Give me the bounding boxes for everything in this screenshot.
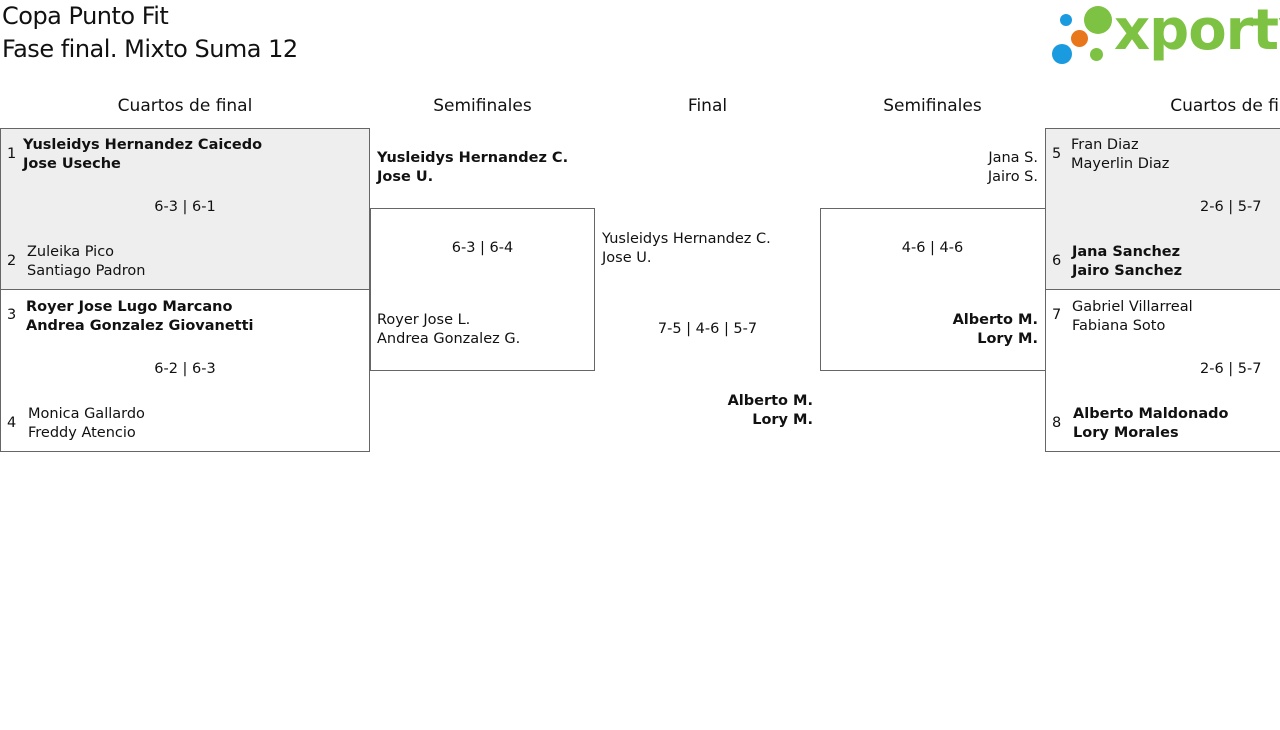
seed-number: 4 [7,415,17,431]
team-player-2: Fabiana Soto [1072,318,1166,334]
semifinal-match-left[interactable] [370,208,595,371]
team-player-2: Freddy Atencio [28,425,136,441]
team-player-1: Royer Jose Lugo Marcano [26,299,233,315]
team-player-1: Zuleika Pico [27,244,115,260]
team-player-1: Gabriel Villarreal [1072,299,1193,315]
round-header-right-semifinals: Semifinales [883,96,982,116]
round-header-left-semifinals: Semifinales [433,96,532,116]
logo-dot-blue-large [1052,44,1072,64]
team-player-2: Jose U. [377,169,434,185]
xporty-logo[interactable]: xporty [1050,0,1280,68]
team-player-2: Andrea Gonzalez Giovanetti [26,318,254,334]
team-player-1: Jana Sanchez [1072,244,1181,260]
team-player-1: Fran Diaz [1071,137,1139,153]
match-score: 6-2 | 6-3 [154,361,216,377]
seed-number: 3 [7,307,17,323]
logo-dot-blue-small [1060,14,1072,26]
team-player-2: Jose U. [602,250,652,266]
team-player-1: Royer Jose L. [377,312,471,328]
team-player-2: Santiago Padron [27,263,146,279]
team-player-1: Alberto M. [952,312,1038,328]
team-player-2: Jose Useche [23,156,121,172]
team-player-2: Jairo S. [987,169,1038,185]
team-player-2: Lory M. [977,331,1038,347]
page-subtitle: Fase final. Mixto Suma 12 [2,35,298,63]
team-player-2: Jairo Sanchez [1072,263,1183,279]
team-player-1: Alberto Maldonado [1073,406,1229,422]
quarterfinal-match-2[interactable] [0,289,370,452]
match-score: 6-3 | 6-1 [154,199,216,215]
match-score: 2-6 | 5-7 [1200,199,1262,215]
seed-number: 6 [1052,253,1062,269]
logo-dot-green-large [1084,6,1112,34]
logo-dot-orange [1071,30,1088,47]
seed-number: 2 [7,253,17,269]
team-player-1: Yusleidys Hernandez C. [377,150,569,166]
match-score: 6-3 | 6-4 [451,240,514,256]
team-player-1: Monica Gallardo [28,406,145,422]
round-header-final: Final [687,96,728,116]
round-header-left-quarterfinals: Cuartos de final [117,96,253,116]
team-player-2: Lory Morales [1073,425,1179,441]
team-player-1: Yusleidys Hernandez Caicedo [23,137,263,153]
quarterfinal-match-1[interactable] [0,128,370,290]
team-player-1: Jana S. [988,150,1038,166]
logo-dot-green-small [1090,48,1103,61]
page-title: Copa Punto Fit [2,2,169,30]
quarterfinal-match-4[interactable] [1045,289,1280,452]
team-player-1: Alberto M. [727,393,813,409]
seed-number: 7 [1052,307,1062,323]
seed-number: 5 [1052,146,1062,162]
team-player-2: Mayerlin Diaz [1071,156,1170,172]
round-header-right-quarterfinals: Cuartos de fin [1170,96,1280,116]
team-player-1: Yusleidys Hernandez C. [602,231,771,247]
team-player-2: Lory M. [752,412,813,428]
logo-wordmark: xporty [1114,0,1280,63]
seed-number: 8 [1052,415,1062,431]
match-score: 7-5 | 4-6 | 5-7 [657,321,758,337]
team-player-2: Andrea Gonzalez G. [377,331,521,347]
match-score: 4-6 | 4-6 [901,240,964,256]
match-score: 2-6 | 5-7 [1200,361,1262,377]
quarterfinal-match-3[interactable] [1045,128,1280,290]
seed-number: 1 [7,146,17,162]
